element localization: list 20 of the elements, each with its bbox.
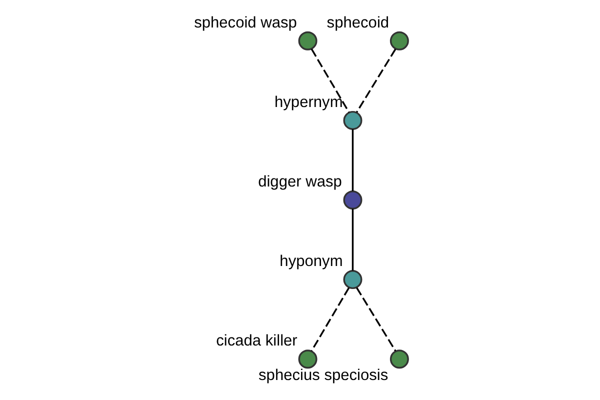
node-label: hyponym (280, 253, 343, 270)
connector (310, 48, 350, 113)
node-circle (298, 31, 318, 50)
node-circle (298, 350, 318, 369)
node-circle (343, 270, 362, 290)
connector (310, 287, 350, 352)
node-circle (343, 110, 362, 130)
node-label: digger wasp (258, 174, 342, 191)
node-circle (343, 190, 362, 210)
connector (352, 129, 354, 192)
node-label: sphecoid (326, 14, 390, 32)
node-circle (390, 31, 409, 50)
connector (356, 48, 396, 113)
connector (356, 287, 396, 352)
node-label: sphecius speciosis (258, 367, 388, 384)
node-label: hypernym (274, 94, 343, 111)
node-label: cicada killer (216, 332, 298, 350)
node-label: sphecoid wasp (194, 14, 297, 32)
connector (352, 208, 354, 271)
node-circle (390, 350, 409, 369)
